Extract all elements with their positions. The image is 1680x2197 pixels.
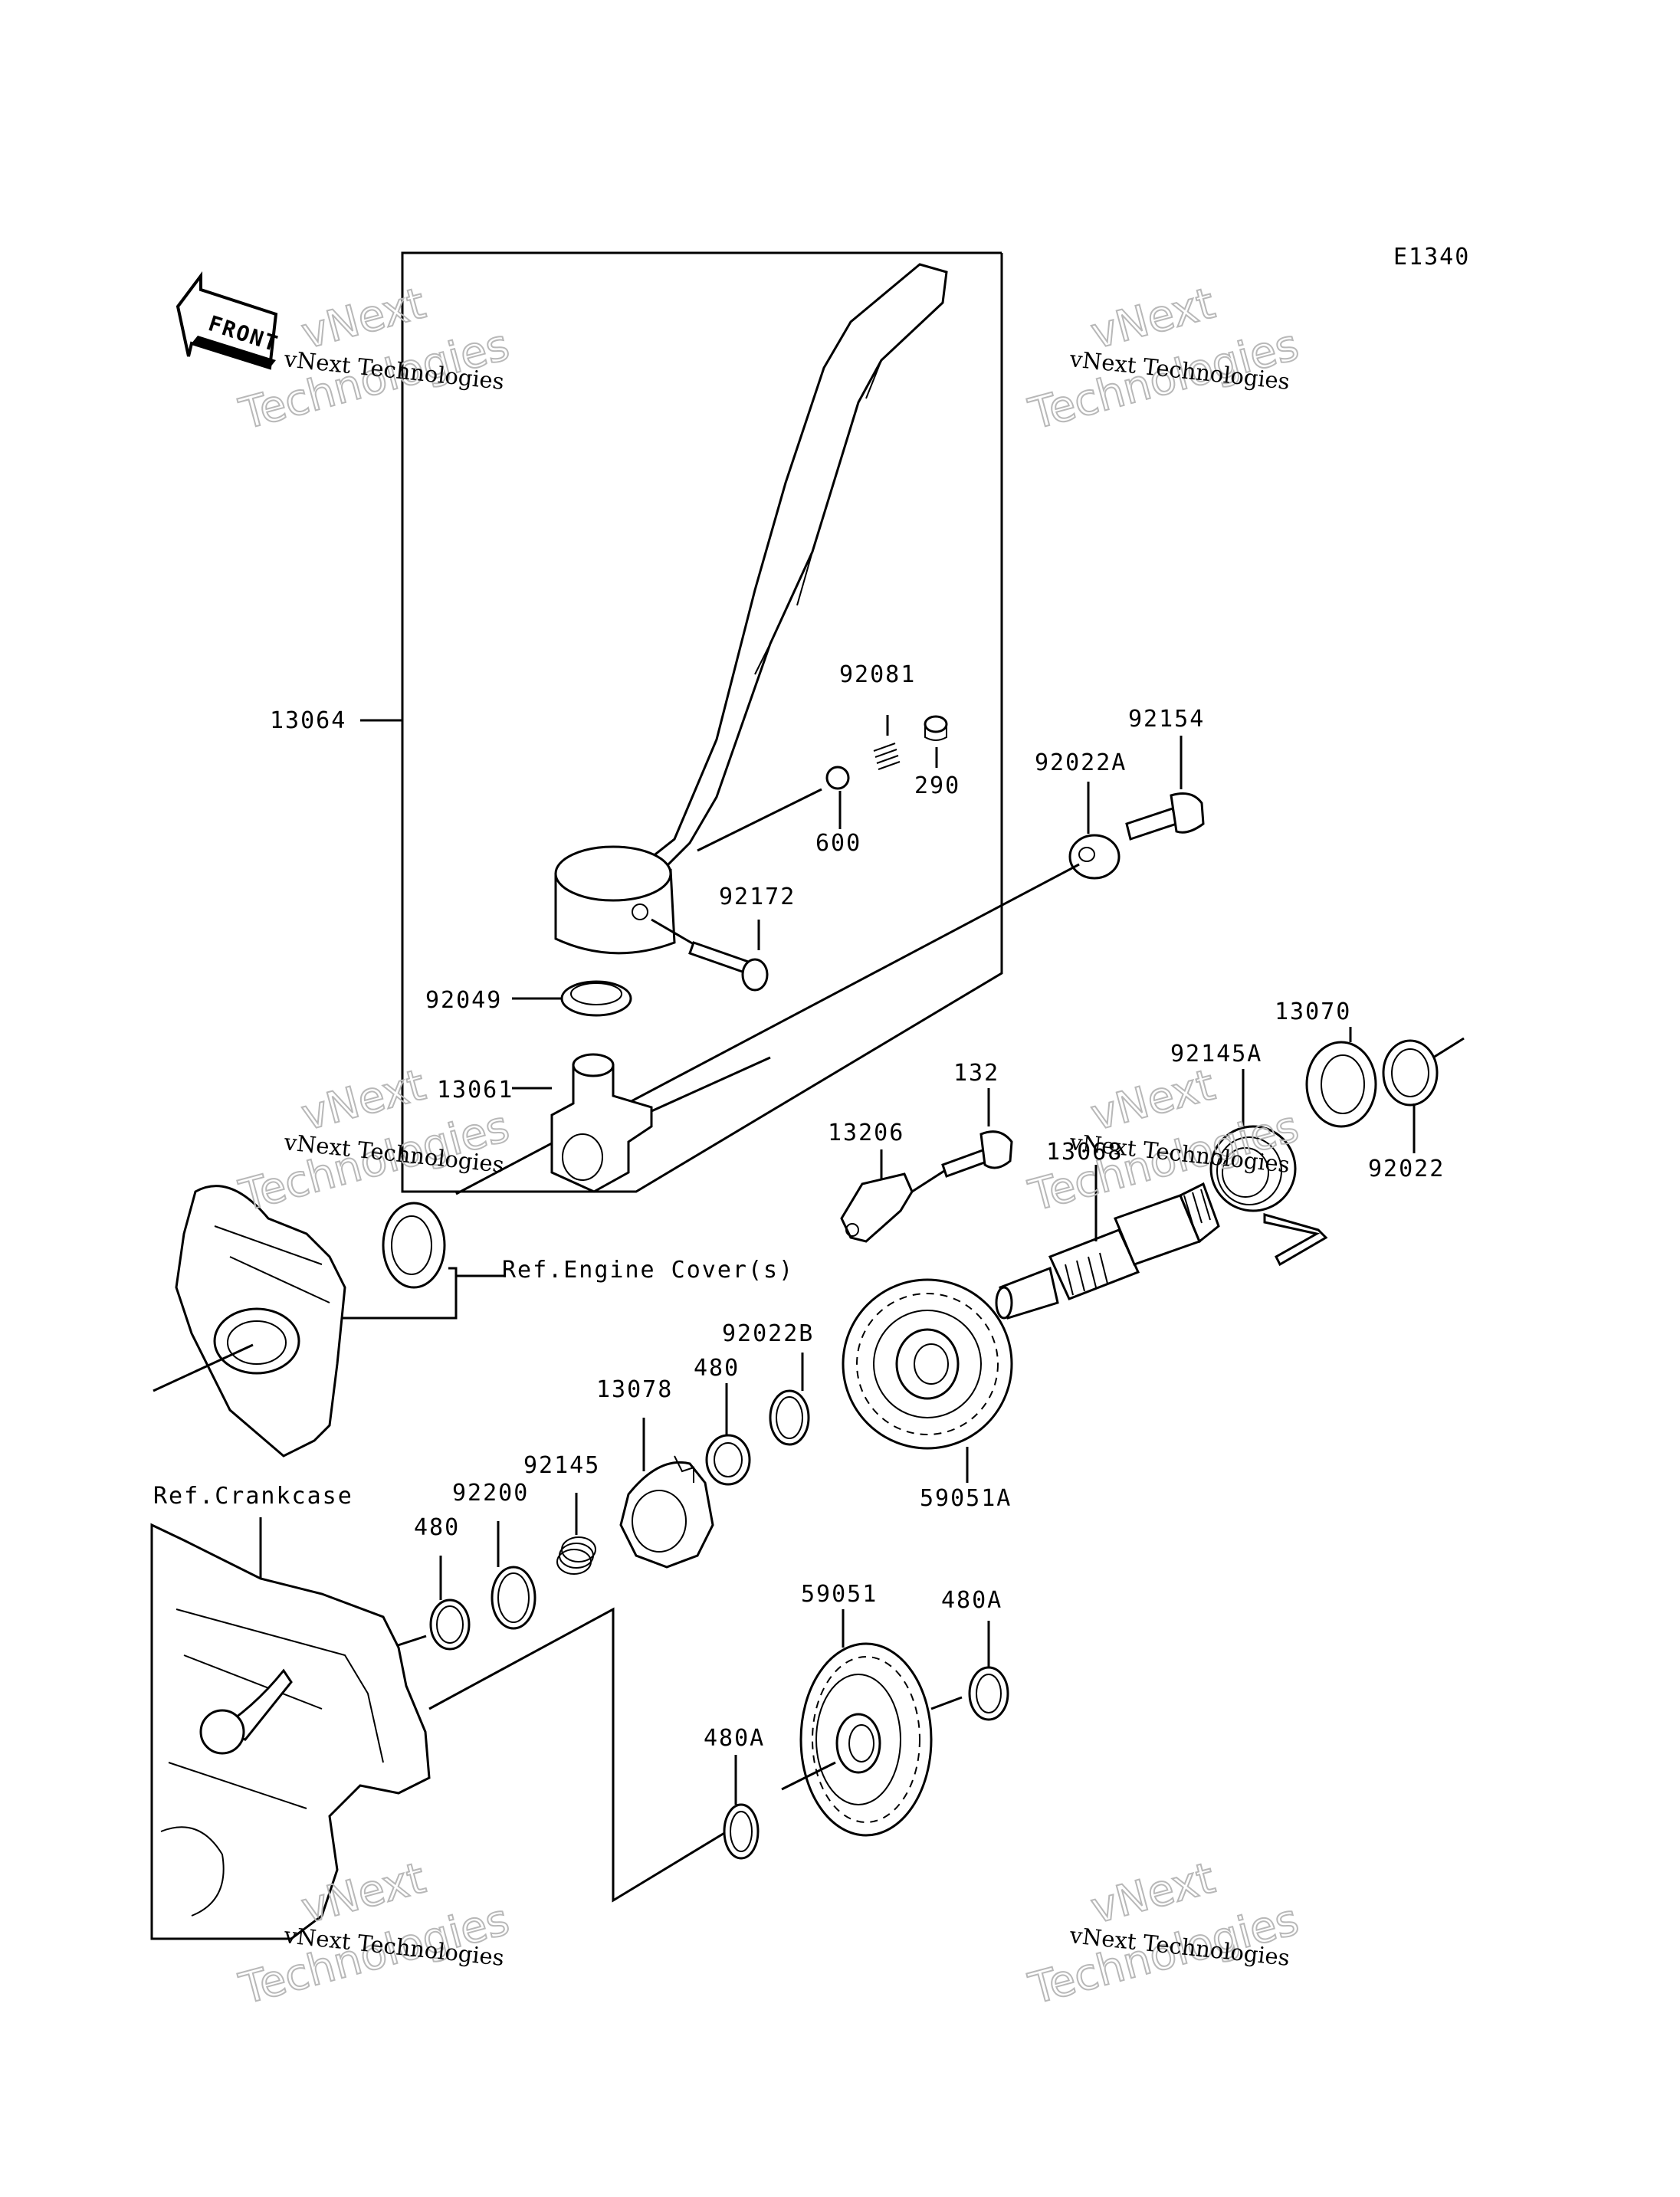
circlip-480A-right [968,1621,1009,1721]
steel-ball-600 [825,766,850,790]
label-92172: 92172 [719,884,796,910]
label-13070: 13070 [1275,998,1351,1025]
watermark-bottom-right: vNext Technologies vNext Technologies [1023,1852,1304,2015]
label-13206: 13206 [828,1120,904,1146]
label-600: 600 [815,830,861,857]
label-59051: 59051 [801,1581,878,1608]
idler-gear-59051 [781,1609,963,1837]
label-59051A: 59051A [920,1485,1012,1512]
label-13068: 13068 [1046,1139,1123,1166]
crankcase-ref [150,1517,431,1940]
label-92049: 92049 [425,987,502,1014]
kick-gear-59051A [842,1278,1013,1483]
circlip-480-upper [705,1383,751,1486]
bolt-132 [941,1088,1013,1178]
label-92022: 92022 [1368,1156,1445,1182]
lower-gear-bracket [428,1607,740,1903]
watermark-top-left: vNext Technologies vNext Technologies [234,277,515,440]
label-92145A: 92145A [1170,1041,1262,1067]
label-92081: 92081 [839,661,916,688]
kick-pedal [554,263,948,955]
label-13064: 13064 [270,707,346,734]
label-92154: 92154 [1128,706,1205,733]
washer-92022 [1382,1037,1465,1153]
label-480A-left: 480A [704,1725,765,1752]
figure-code: E1340 [1393,244,1470,271]
set-screw-290 [924,715,948,741]
washer-92022A [1068,782,1121,880]
spring-guide-13070 [1305,1027,1377,1128]
circlip-480A-left [723,1755,760,1860]
washer-92022B [769,1353,810,1446]
label-480-lower: 480 [414,1514,460,1541]
label-ref-engine-cover: Ref.Engine Cover(s) [502,1257,794,1284]
bolt-92154 [1125,736,1205,841]
label-480A-right: 480A [941,1587,1002,1614]
kick-spring-92145A [1209,1069,1328,1267]
label-92022B: 92022B [722,1320,814,1347]
label-13078: 13078 [596,1376,673,1403]
kick-shaft-13068 [995,1165,1220,1320]
label-92200: 92200 [452,1480,529,1507]
washer-92200 [491,1521,536,1630]
bolt-92172 [651,918,769,992]
front-arrow-icon: FRONT [176,271,282,370]
label-92145: 92145 [523,1452,600,1479]
label-13061: 13061 [437,1077,514,1103]
label-92022A: 92022A [1035,749,1127,776]
label-290: 290 [914,772,960,799]
spring-92081 [873,743,901,770]
label-ref-crankcase: Ref.Crankcase [153,1483,353,1510]
circlip-480-lower [390,1556,471,1651]
guide-13206 [840,1149,945,1243]
label-480-upper: 480 [694,1355,740,1382]
ratchet-13078 [619,1418,714,1569]
pedal-group-bracket [401,251,1003,1193]
watermark-top-right: vNext Technologies vNext Technologies [1023,277,1304,440]
spring-92145 [556,1493,596,1575]
engine-cover-ref [153,1185,346,1458]
oil-seal-92049 [512,980,632,1017]
label-132: 132 [953,1060,999,1087]
oil-seal-engine-cover [382,1202,446,1289]
kick-shaft-13061 [512,1053,771,1193]
